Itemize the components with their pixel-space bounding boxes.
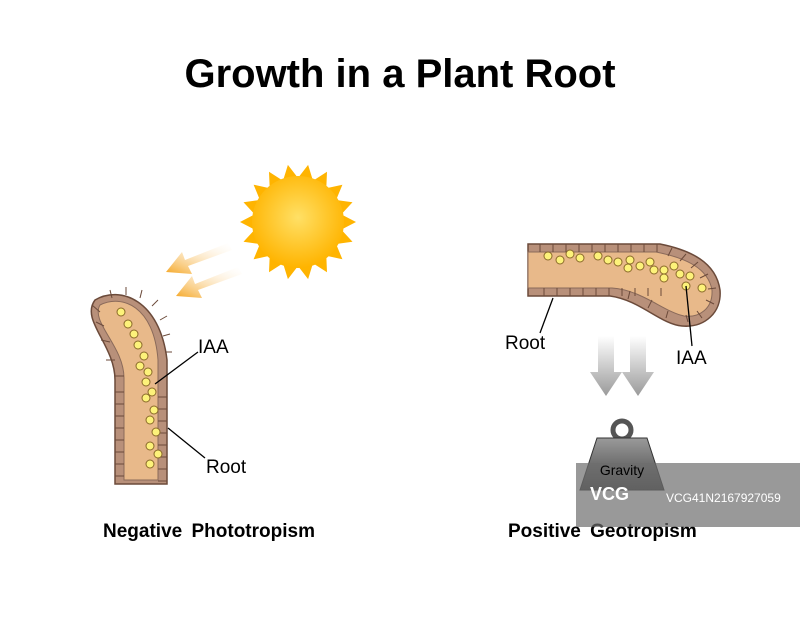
root-leader-right bbox=[539, 297, 554, 334]
root-leader-left bbox=[167, 427, 206, 459]
weight-label: Gravity bbox=[599, 462, 645, 478]
sun-icon bbox=[240, 164, 356, 280]
gravity-arrow-icon bbox=[590, 336, 654, 396]
page-title: Growth in a Plant Root bbox=[184, 52, 616, 96]
watermark-id: VCG41N2167927059 bbox=[666, 491, 781, 505]
watermark-banner bbox=[576, 463, 800, 527]
horizontal-root-geotropism bbox=[527, 243, 721, 327]
watermark-logo: VCG bbox=[590, 484, 630, 504]
light-arrow-icon bbox=[166, 243, 242, 298]
bent-root-phototropism bbox=[90, 287, 172, 485]
caption-negative-phototropism: Negative Phototropism bbox=[103, 521, 315, 542]
iaa-label-left: IAA bbox=[198, 337, 229, 358]
iaa-label-right: IAA bbox=[676, 348, 707, 369]
iaa-leader-right bbox=[685, 285, 693, 347]
root-label-left: Root bbox=[206, 457, 247, 478]
iaa-leader-left bbox=[154, 351, 199, 385]
root-label-right: Root bbox=[505, 333, 546, 354]
